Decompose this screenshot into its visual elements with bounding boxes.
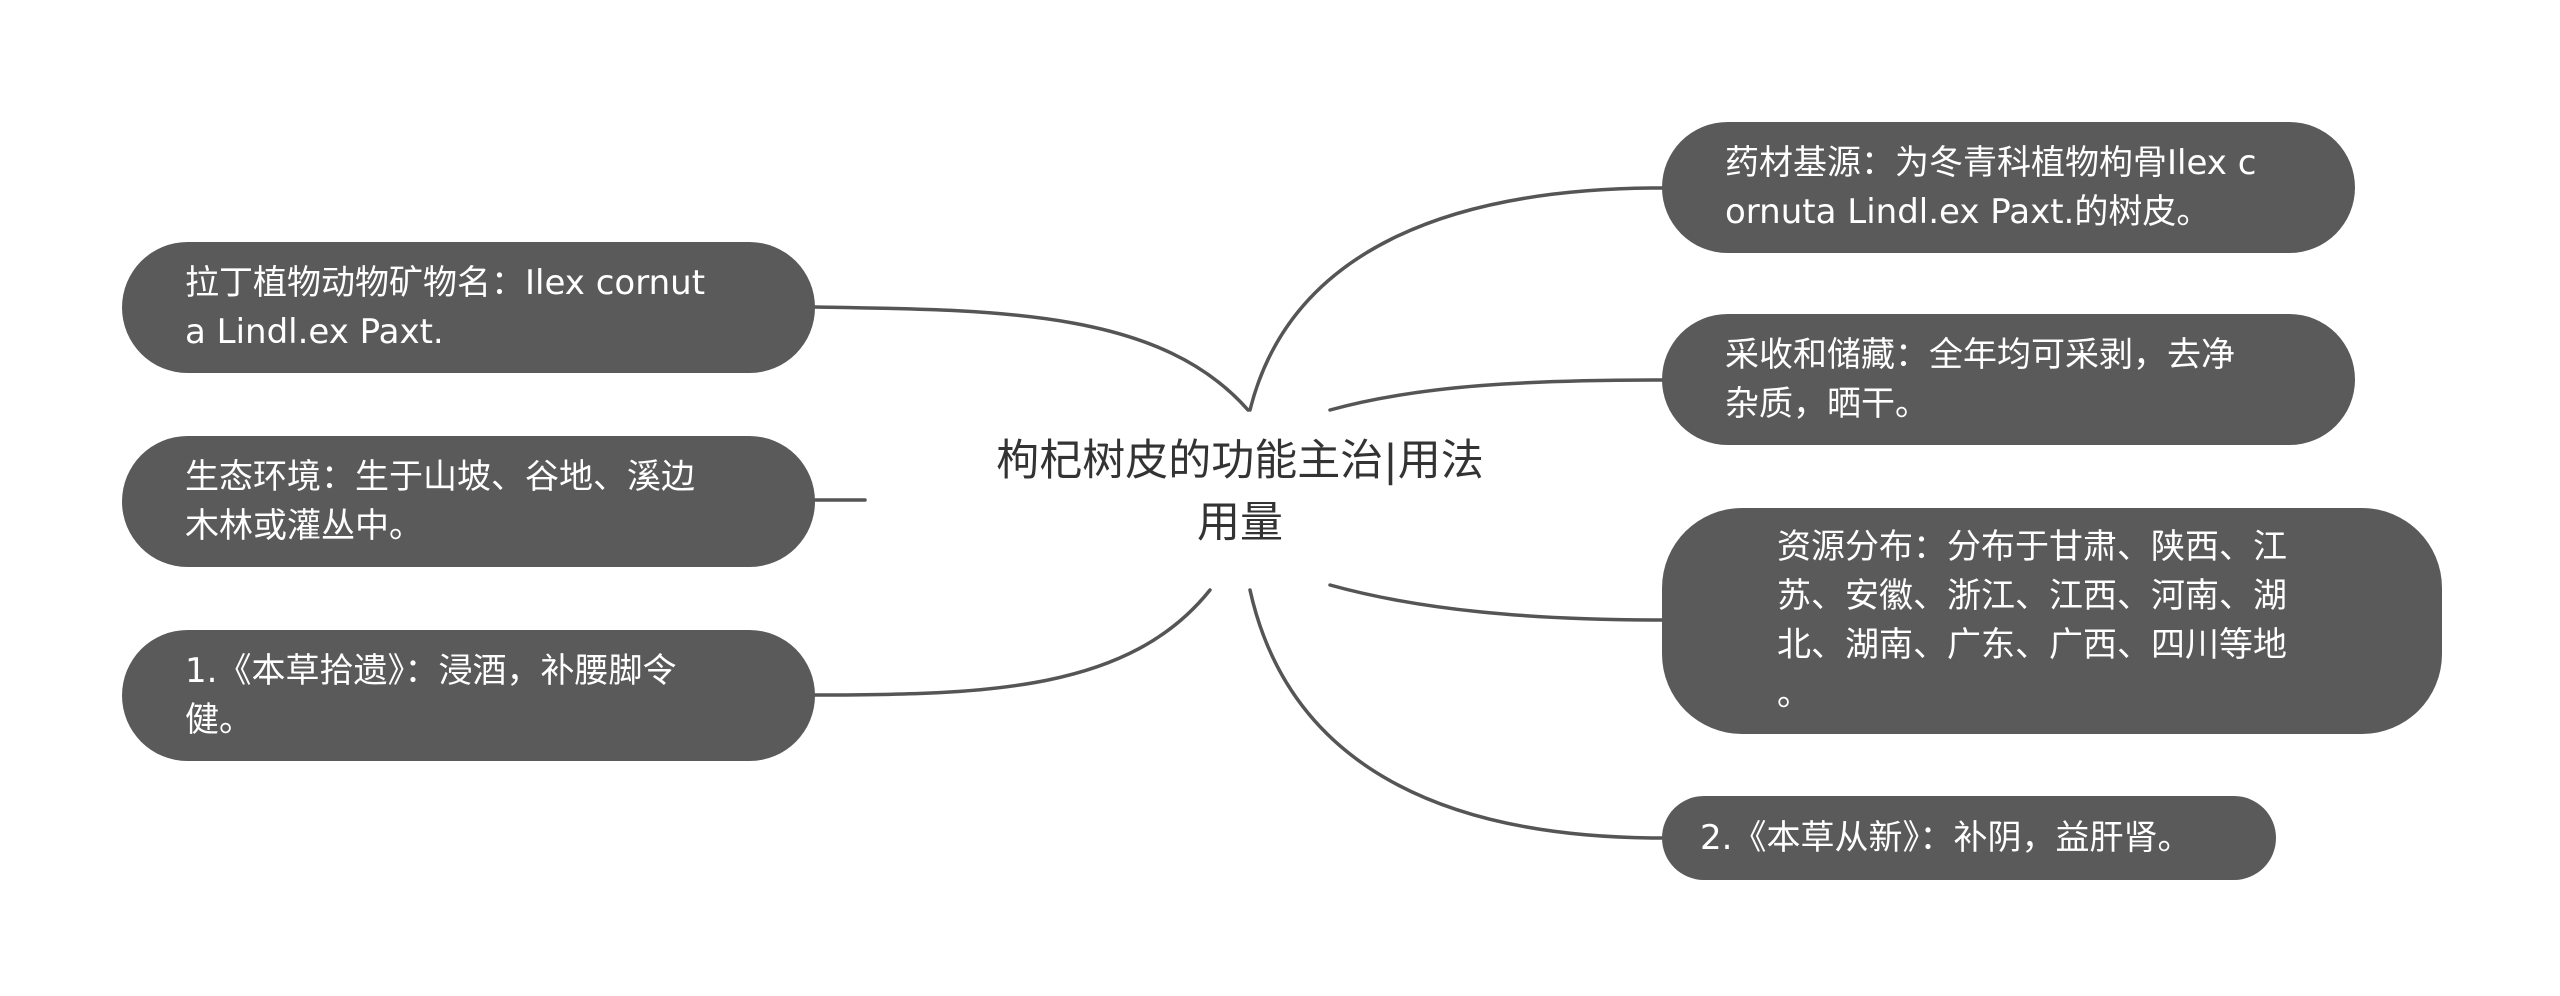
connector-line bbox=[1328, 378, 1664, 412]
connector-line bbox=[1248, 588, 1664, 840]
topic-text: 资源分布：分布于甘肃、陕西、江 苏、安徽、浙江、江西、河南、湖 北、湖南、广东、… bbox=[1777, 527, 2287, 714]
topic-latin-name[interactable]: 拉丁植物动物矿物名：Ilex cornut a Lindl.ex Paxt. bbox=[122, 242, 815, 373]
connector-line bbox=[1248, 186, 1664, 412]
topic-habitat[interactable]: 生态环境：生于山坡、谷地、溪边 木林或灌丛中。 bbox=[122, 436, 815, 567]
topic-text: 生态环境：生于山坡、谷地、溪边 木林或灌丛中。 bbox=[185, 456, 695, 546]
topic-distribution[interactable]: 资源分布：分布于甘肃、陕西、江 苏、安徽、浙江、江西、河南、湖 北、湖南、广东、… bbox=[1662, 508, 2442, 734]
topic-harvest-storage[interactable]: 采收和储藏：全年均可采剥，去净 杂质，晒干。 bbox=[1662, 314, 2355, 445]
central-topic-title: 枸杞树皮的功能主治|用法 用量 bbox=[996, 436, 1484, 548]
topic-source[interactable]: 药材基源：为冬青科植物枸骨Ilex c ornuta Lindl.ex Paxt… bbox=[1662, 122, 2355, 253]
connector-line bbox=[1328, 583, 1664, 622]
topic-bencao-shiyi[interactable]: 1.《本草拾遗》：浸酒，补腰脚令 健。 bbox=[122, 630, 815, 761]
topic-text: 采收和储藏：全年均可采剥，去净 杂质，晒干。 bbox=[1725, 334, 2235, 424]
central-topic: 枸杞树皮的功能主治|用法 用量 bbox=[940, 430, 1540, 554]
topic-text: 1.《本草拾遗》：浸酒，补腰脚令 健。 bbox=[185, 650, 677, 740]
topic-text: 药材基源：为冬青科植物枸骨Ilex c ornuta Lindl.ex Paxt… bbox=[1725, 142, 2257, 232]
topic-bencao-congxin[interactable]: 2.《本草从新》：补阴，益肝肾。 bbox=[1662, 796, 2276, 880]
topic-text: 拉丁植物动物矿物名：Ilex cornut a Lindl.ex Paxt. bbox=[185, 262, 706, 352]
connector-line bbox=[813, 305, 1250, 412]
connector-line bbox=[813, 588, 1212, 697]
topic-text: 2.《本草从新》：补阴，益肝肾。 bbox=[1700, 817, 2192, 858]
